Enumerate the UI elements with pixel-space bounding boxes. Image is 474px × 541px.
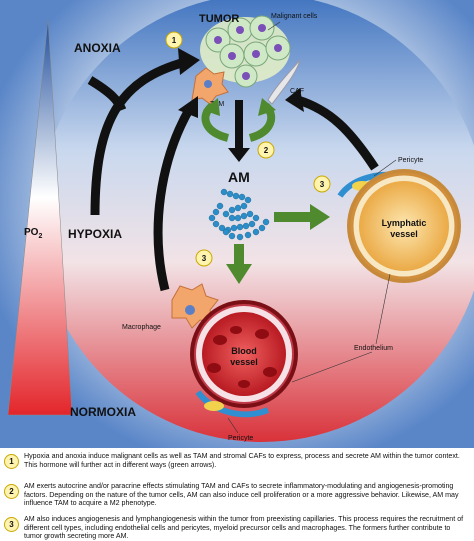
step-badge-1: 1 — [165, 31, 183, 49]
blood-vessel-label-1: Blood — [231, 346, 257, 356]
lymphatic-vessel-label-1: Lymphatic — [382, 218, 427, 228]
am-label: AM — [228, 169, 250, 185]
am-to-blood-arrowhead — [226, 264, 252, 284]
lymphatic-to-tumor-arrow — [296, 95, 379, 171]
svg-text:3: 3 — [320, 180, 325, 189]
tumor-to-am-arrow — [235, 100, 243, 150]
endothelium-pointer-blood — [291, 351, 373, 383]
lymphatic-to-tumor-arrowhead — [285, 88, 304, 112]
lymphatic-vessel-label-2: vessel — [390, 229, 418, 239]
tumor-label: TUMOR — [199, 13, 239, 25]
blood-vessel-label-2: vessel — [230, 357, 258, 367]
caption-badge-3: 3 — [4, 517, 19, 532]
tam-cell — [191, 67, 229, 105]
green-arrowhead-caf — [258, 98, 276, 116]
hypoxia-arrowhead — [178, 48, 200, 75]
malignant-cells-label: Malignant cells — [271, 13, 318, 20]
caf-cell — [267, 59, 301, 105]
step-badge-2: 2 — [257, 141, 275, 159]
caption-badge-2: 2 — [4, 484, 19, 499]
pericyte-bottom-label: Pericyte — [228, 435, 253, 442]
oxygen-gradient-wedge — [7, 19, 73, 416]
caption-badge-1: 1 — [4, 454, 19, 469]
am-peptide-chain — [208, 188, 270, 241]
svg-text:2: 2 — [264, 146, 269, 155]
macrophage-label: Macrophage — [122, 324, 161, 331]
caption-text-1: Hypoxia and anoxia induce malignant cell… — [24, 452, 460, 469]
svg-text:1: 1 — [172, 36, 177, 45]
caption-step-1: 1 Hypoxia and anoxia induce malignant ce… — [0, 450, 474, 480]
macrophage-to-tumor-arrow — [153, 105, 194, 292]
po2-label: PO2 — [24, 227, 42, 240]
caption-step-2: 2 AM exerts autocrine and/or paracrine e… — [0, 480, 474, 514]
pericyte-top-label: Pericyte — [398, 157, 423, 164]
endothelium-pointer-lymphatic — [375, 273, 391, 345]
am-tumor-diagram: PO2 ANOXIA HYPOXIA NORMOXIA TUMOR Malign… — [0, 0, 474, 448]
am-to-lymphatic-arrow — [274, 212, 312, 222]
pericyte-top-pointer — [373, 159, 397, 177]
anoxia-label: ANOXIA — [74, 41, 121, 55]
endothelium-label: Endothelium — [354, 345, 393, 352]
svg-text:3: 3 — [202, 254, 207, 263]
normoxia-label: NORMOXIA — [70, 405, 136, 419]
am-to-blood-arrow — [234, 244, 244, 266]
step-badge-3-lymphatic: 3 — [313, 175, 331, 193]
malignant-cells-pointer — [267, 21, 281, 31]
caption-text-2: AM exerts autocrine and/or paracrine eff… — [24, 482, 459, 508]
caption-step-3: 3 AM also induces angiogenesis and lymph… — [0, 513, 474, 541]
hypoxia-label: HYPOXIA — [68, 227, 122, 241]
lymphatic-vessel — [337, 169, 461, 283]
malignant-cell-cluster — [200, 15, 291, 88]
pericyte-bottom-pointer — [227, 417, 239, 434]
macrophage-to-tumor-arrowhead — [178, 96, 198, 118]
green-arrowhead-tam — [203, 98, 220, 116]
tumor-to-am-arrowhead — [228, 148, 250, 162]
hypoxia-to-tumor-arrow — [90, 57, 187, 216]
caption-text-3: AM also induces angiogenesis and lymphan… — [24, 515, 464, 541]
step-badge-3-blood: 3 — [195, 249, 213, 267]
am-to-lymphatic-arrowhead — [310, 204, 330, 230]
blood-vessel — [190, 300, 298, 418]
anoxia-branch-arrow — [87, 76, 127, 112]
